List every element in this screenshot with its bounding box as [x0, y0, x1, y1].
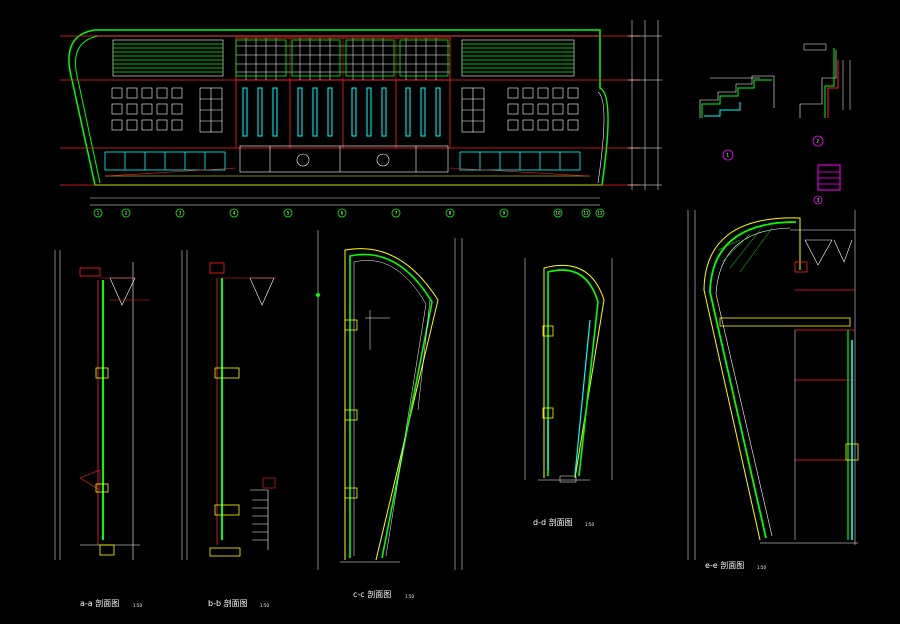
section-bb-scale: 1:50	[260, 603, 269, 608]
section-bb: b-b 剖面图 1:50	[181, 250, 276, 608]
detail-3-legend: 3	[813, 164, 841, 205]
louver-panel-left	[112, 39, 224, 77]
section-bb-title: b-b 剖面图	[208, 598, 248, 608]
detail-1: 1	[699, 75, 775, 161]
section-cc: c-c 剖面图 1:50	[316, 230, 463, 599]
grid-label-6: 6	[341, 211, 344, 216]
grid-label-8: 8	[449, 211, 452, 216]
strip-windows	[242, 87, 441, 137]
detail-1-label: 1	[727, 153, 730, 158]
curtain-wall-top	[235, 37, 451, 81]
grid-label-11: 11	[583, 211, 589, 216]
main-elevation	[60, 20, 662, 206]
section-cc-scale: 1:50	[405, 594, 414, 599]
detail-3-label: 3	[817, 198, 820, 203]
window-grid-right	[461, 87, 579, 133]
grid-label-10: 10	[555, 211, 561, 216]
section-dd-title: d-d 剖面图	[533, 517, 573, 527]
section-dd: d-d 剖面图 1:50	[524, 258, 613, 527]
section-ee: e-e 剖面图 1:50	[687, 210, 859, 570]
section-aa-title: a-a 剖面图	[80, 598, 119, 608]
grid-label-7: 7	[395, 211, 398, 216]
section-ee-title: e-e 剖面图	[705, 560, 744, 570]
detail-2-label: 2	[817, 139, 820, 144]
elevation-grid-bubbles: 1 2 3 4 5 6 7 8 9 10 11 12	[93, 208, 605, 218]
window-grid-left	[111, 87, 223, 133]
section-ee-scale: 1:50	[757, 565, 766, 570]
grid-label-9: 9	[503, 211, 506, 216]
grid-label-12: 12	[597, 211, 603, 216]
section-aa: a-a 剖面图 1:50	[54, 250, 150, 608]
grid-label-3: 3	[179, 211, 182, 216]
grid-label-4: 4	[233, 211, 236, 216]
section-cc-title: c-c 剖面图	[353, 589, 391, 599]
grid-label-5: 5	[287, 211, 290, 216]
grid-label-1: 1	[97, 211, 100, 216]
louver-panel-right	[461, 39, 575, 77]
section-aa-scale: 1:50	[133, 603, 142, 608]
section-dd-scale: 1:50	[585, 522, 594, 527]
detail-2: 2	[799, 43, 851, 147]
grid-label-2: 2	[125, 211, 128, 216]
ground-floor-glazing	[104, 151, 581, 171]
